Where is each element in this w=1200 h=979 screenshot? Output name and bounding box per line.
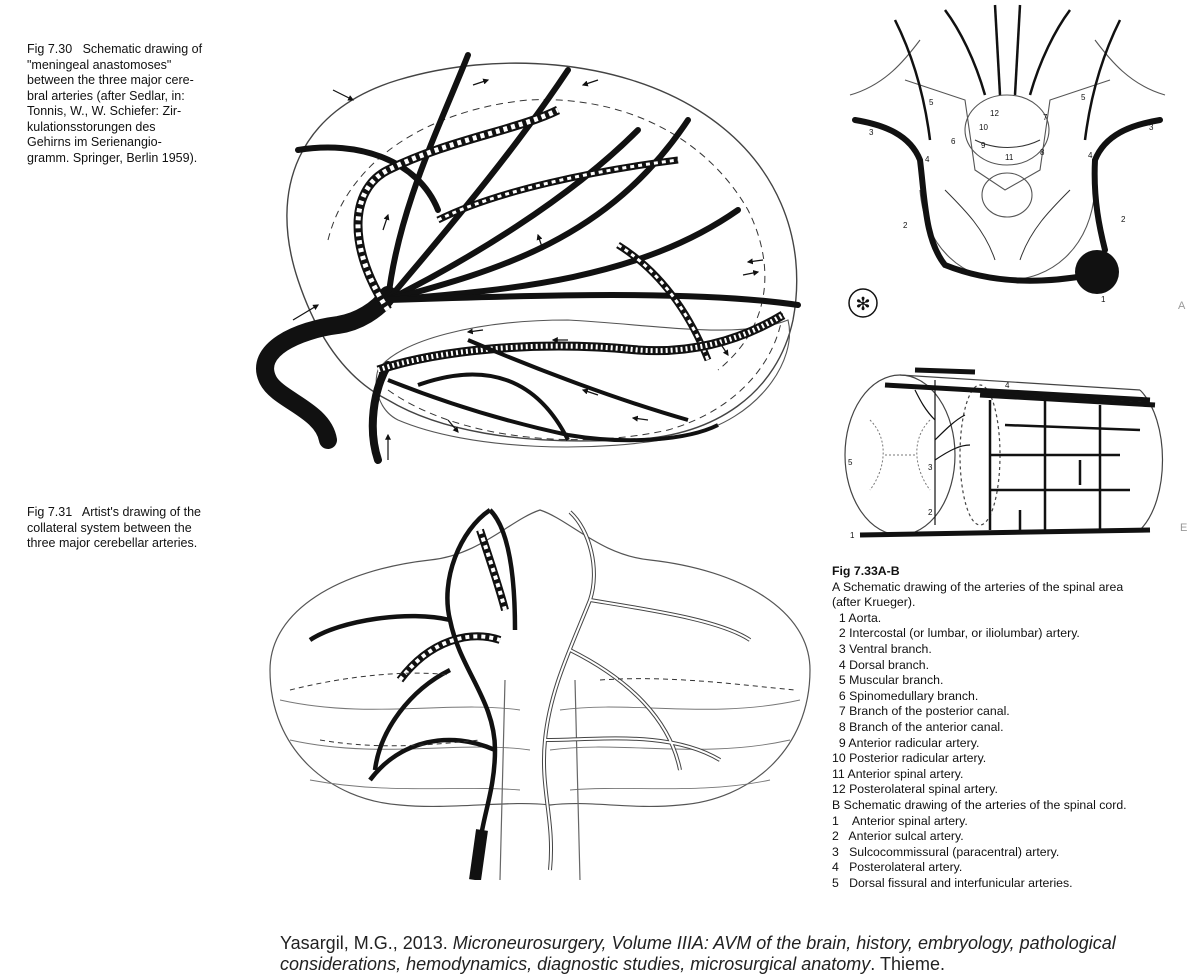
label-posterior-radicular: 10 <box>979 123 988 132</box>
label-b-sulcocommissural: 3 <box>928 463 933 472</box>
fig-7-33-legend-line: 4 Dorsal branch. <box>832 657 930 672</box>
fig-7-33-legend-line: 7 Branch of the posterior canal. <box>832 704 1010 719</box>
label-ventral-right: 3 <box>1149 123 1154 132</box>
posterior-cerebral-branches <box>376 311 786 443</box>
fig-7-33-legend-line: 1 Anterior spinal artery. <box>832 813 968 828</box>
label-b-dorsal-fissural: 5 <box>848 458 853 467</box>
label-intercostal-left: 2 <box>903 221 908 230</box>
fig-7-30-caption: Fig 7.30 Schematic drawing of"meningeal … <box>27 42 242 166</box>
fig-7-30-caption-line: bral arteries (after Sedlar, in: <box>27 88 185 103</box>
label-dorsal-left: 4 <box>925 155 930 164</box>
label-ventral-left: 3 <box>869 128 874 137</box>
fig-7-31-caption-line: Fig 7.31 Artist's drawing of the <box>27 505 201 519</box>
fig-7-33-legend-line: 1 Aorta. <box>832 610 882 625</box>
label-anterior-radicular: 9 <box>981 141 986 150</box>
label-anterior-canal: 8 <box>1040 148 1045 157</box>
label-intercostal-right: 2 <box>1121 215 1126 224</box>
fig-7-33-heading: Fig 7.33A-B <box>832 564 900 578</box>
fig-7-33-legend-line: 2 Intercostal (or lumbar, or iliolumbar)… <box>832 626 1080 641</box>
flow-arrows <box>292 78 764 460</box>
label-aorta: 1 <box>1101 295 1106 304</box>
fig-7-33-legend-line: (after Krueger). <box>832 595 916 610</box>
fig-7-33-legend-line: 5 Muscular branch. <box>832 673 944 688</box>
fig-7-33-legend-line: 11 Anterior spinal artery. <box>832 766 964 781</box>
carotid-artery <box>256 286 397 449</box>
brainstem <box>499 679 581 880</box>
label-dorsal-right: 4 <box>1088 151 1093 160</box>
aorta <box>1075 250 1119 294</box>
fig-7-33-legend-line: 12 Posterolateral spinal artery. <box>832 782 998 797</box>
posterolateral-arteries <box>859 367 1156 538</box>
fig-7-33-legend-line: 8 Branch of the anterior canal. <box>832 719 1004 734</box>
fig-7-33-legend-line: 3 Sulcocommissural (paracentral) artery. <box>832 844 1060 859</box>
label-spinomedullary: 6 <box>951 137 956 146</box>
fig-7-33-legend-line: 10 Posterior radicular artery. <box>832 751 987 766</box>
label-b-posterolateral: 4 <box>1005 381 1010 390</box>
fig-7-30-caption-line: Gehirns im Serienangio- <box>27 135 162 149</box>
cerebellum-outline <box>269 509 811 808</box>
citation: Yasargil, M.G., 2013. Microneurosurgery,… <box>280 933 1180 975</box>
fig-7-33-legend-line: 9 Anterior radicular artery. <box>832 735 980 750</box>
fig-7-30-caption-line: gramm. Springer, Berlin 1959). <box>27 150 198 165</box>
fig-7-33-legend-line: 4 Posterolateral artery. <box>832 860 963 875</box>
fig-7-33-legend-line: 2 Anterior sulcal artery. <box>832 829 964 844</box>
cerebellar-collateral-drawing <box>269 508 811 880</box>
side-letter-b: E <box>1180 522 1188 534</box>
label-posterolateral: 12 <box>990 109 999 118</box>
fig-7-30-caption-line: Fig 7.30 Schematic drawing of <box>27 42 203 56</box>
label-muscular-left: 5 <box>929 98 934 107</box>
radial-branches <box>988 400 1141 530</box>
label-b-anterior-sulcal: 2 <box>928 508 933 517</box>
fig-7-30-caption-line: kulationsstorungen des <box>27 119 156 134</box>
fig-7-30-caption-line: between the three major cere- <box>27 73 194 87</box>
left-cerebellar-arteries <box>308 508 518 871</box>
fig-7-31-caption-line: collateral system between the <box>27 520 192 535</box>
fig-7-33-legend-line: 6 Spinomedullary branch. <box>832 688 979 703</box>
side-letter-a: A <box>1178 300 1186 312</box>
label-anterior-spinal: 11 <box>1005 153 1014 162</box>
sulcal-arteries <box>914 380 971 525</box>
fig-7-30-caption-line: Tonnis, W., W. Schiefer: Zir- <box>27 104 182 118</box>
left-striped-arteries <box>396 528 509 683</box>
meningeal-anastomoses-drawing <box>256 52 801 464</box>
fig-7-33-legend: A Schematic drawing of the arteries of t… <box>832 580 1192 892</box>
anterior-cerebral-branches <box>295 52 801 308</box>
label-b-anterior-spinal: 1 <box>850 531 855 540</box>
fig-7-30-caption-line: "meningeal anastomoses" <box>27 57 172 72</box>
citation-title: Microneurosurgery, Volume IIIA: AVM of t… <box>280 933 1116 974</box>
middle-cerebral-branches <box>353 105 712 362</box>
spinal-cord-arteries-drawing: 1 2 3 4 5 <box>844 367 1163 540</box>
spinal-area-arteries-drawing: ✻ 1 2 2 3 3 4 4 5 5 6 7 8 9 10 11 12 <box>848 4 1166 318</box>
intercostal-arteries <box>852 117 1163 284</box>
brain-outline <box>286 62 798 442</box>
fig-7-33-legend-line: A Schematic drawing of the arteries of t… <box>832 579 1124 594</box>
fig-7-33-legend-line: 3 Ventral branch. <box>832 641 932 656</box>
fig-7-33-legend-line: B Schematic drawing of the arteries of t… <box>832 797 1127 812</box>
label-posterior-canal: 7 <box>1043 113 1048 122</box>
fig-7-33-legend-line: 5 Dorsal fissural and interfunicular art… <box>832 875 1073 890</box>
citation-prefix: Yasargil, M.G., 2013. <box>280 933 453 953</box>
star-circle <box>848 288 878 318</box>
label-muscular-right: 5 <box>1081 93 1086 102</box>
citation-suffix: . Thieme. <box>870 954 945 974</box>
fig-7-31-caption-line: three major cerebellar arteries. <box>27 536 198 550</box>
star-symbol: ✻ <box>855 294 870 315</box>
fig-7-33-caption: Fig 7.33A-B A Schematic drawing of the a… <box>832 564 1192 891</box>
